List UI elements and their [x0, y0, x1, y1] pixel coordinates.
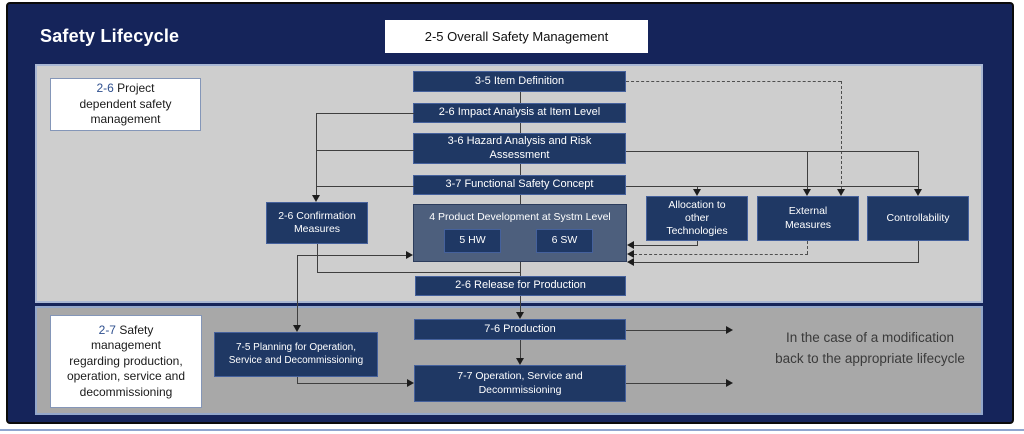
connector	[626, 383, 726, 384]
connector-dashed	[634, 254, 808, 255]
connector	[297, 377, 298, 383]
connector	[317, 244, 318, 272]
arrowhead-down	[293, 325, 301, 332]
bottom-rule	[0, 429, 1024, 431]
label-text: Safety management regarding production, …	[66, 322, 186, 399]
product-development-title: 4 Product Development at Systm Level	[429, 211, 611, 223]
connector	[626, 151, 918, 152]
arrowhead-down	[312, 195, 320, 202]
connector	[520, 296, 521, 312]
connector	[520, 92, 521, 103]
overall-safety-management-box: 2-5 Overall Safety Management	[385, 20, 648, 53]
connector-dashed	[841, 81, 842, 189]
arrowhead-down	[693, 189, 701, 196]
connector	[297, 255, 298, 325]
connector	[697, 241, 698, 245]
arrowhead-down	[914, 189, 922, 196]
upper-section-label: 2-6 Project dependent safety management	[50, 78, 201, 131]
box-operation-service: 7-7 Operation, Service and Decommissioni…	[414, 365, 626, 402]
arrowhead-left	[627, 258, 634, 266]
box-production: 7-6 Production	[414, 319, 626, 340]
lower-section-label: 2-7 Safety management regarding producti…	[50, 315, 202, 408]
arrowhead-right	[406, 251, 413, 259]
box-allocation-other-technologies: Allocation to other Technologies	[646, 196, 748, 241]
box-planning-operation: 7-5 Planning for Operation, Service and …	[214, 332, 378, 377]
connector	[520, 123, 521, 133]
box-confirmation-measures: 2-6 Confirmation Measures	[266, 202, 368, 244]
connector	[626, 330, 726, 331]
connector	[520, 195, 521, 204]
connector	[807, 151, 808, 189]
box-sw: 6 SW	[536, 229, 593, 253]
connector	[297, 255, 406, 256]
connector	[626, 186, 918, 187]
modification-note: In the case of a modification back to th…	[775, 330, 965, 366]
box-item-definition: 3-5 Item Definition	[413, 71, 626, 92]
connector	[918, 241, 919, 262]
connector-dashed	[807, 241, 808, 254]
label-text: Project dependent safety management	[79, 81, 172, 127]
connector	[634, 262, 919, 263]
box-release-for-production: 2-6 Release for Production	[415, 276, 626, 296]
connector	[316, 113, 317, 195]
box-functional-safety-concept: 3-7 Functional Safety Concept	[413, 175, 626, 195]
arrowhead-down	[803, 189, 811, 196]
arrowhead-right	[726, 326, 733, 334]
label-number: 2-7	[98, 322, 116, 337]
diagram-title: Safety Lifecycle	[40, 26, 180, 46]
connector	[316, 186, 414, 187]
arrowhead-left	[627, 250, 634, 258]
connector-dashed	[626, 81, 841, 82]
connector	[697, 186, 698, 190]
box-controllability: Controllability	[867, 196, 969, 241]
box-impact-analysis: 2-6 Impact Analysis at Item Level	[413, 103, 626, 123]
arrowhead-left	[627, 241, 634, 249]
connector	[297, 383, 407, 384]
connector	[520, 164, 521, 175]
arrowhead-down	[516, 358, 524, 365]
label-number: 2-6	[96, 81, 114, 96]
box-external-measures: External Measures	[757, 196, 859, 241]
box-product-development: 4 Product Development at Systm Level 5 H…	[413, 204, 627, 262]
arrowhead-right	[407, 379, 414, 387]
connector	[316, 113, 414, 114]
arrowhead-down	[516, 312, 524, 319]
arrowhead-down	[837, 189, 845, 196]
connector	[317, 272, 521, 273]
connector	[316, 150, 414, 151]
connector	[520, 262, 521, 276]
box-hw: 5 HW	[444, 229, 501, 253]
connector	[634, 245, 698, 246]
connector	[520, 340, 521, 358]
connector	[918, 151, 919, 189]
arrowhead-right	[726, 379, 733, 387]
box-hazard-analysis: 3-6 Hazard Analysis and Risk Assessment	[413, 133, 626, 164]
